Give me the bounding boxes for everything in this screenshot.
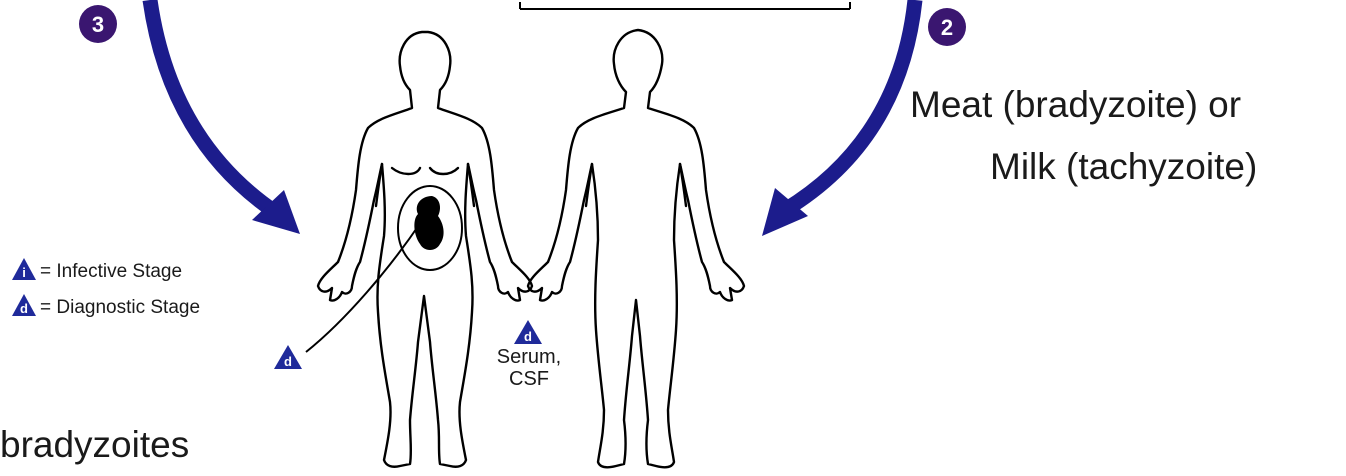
route-label-line1: Meat (bradyzoite) or (910, 86, 1241, 123)
specimen-label-line2: CSF (484, 368, 574, 390)
top-frame (520, 2, 850, 9)
uterus-with-fetus (398, 186, 462, 270)
svg-text:d: d (284, 354, 292, 369)
left-transmission-arrow (150, 0, 300, 234)
bottom-label: bradyzoites (0, 426, 189, 463)
step-2-marker: 2 (928, 8, 966, 46)
legend-infective-label: = Infective Stage (40, 262, 182, 281)
male-figure (528, 30, 744, 467)
svg-text:2: 2 (941, 15, 953, 40)
legend-infective-triangle: i (12, 258, 36, 280)
specimen-label: Serum, CSF (484, 346, 574, 390)
route-label-line2: Milk (tachyzoite) (990, 148, 1257, 185)
step-3-marker: 3 (79, 5, 117, 43)
svg-text:d: d (20, 301, 28, 316)
fetus-diagnostic-triangle: d (274, 345, 302, 369)
legend-diagnostic-label: = Diagnostic Stage (40, 298, 200, 317)
svg-text:i: i (22, 265, 26, 280)
specimen-label-line1: Serum, (484, 346, 574, 368)
specimen-diagnostic-triangle: d (514, 320, 542, 344)
right-transmission-arrow (762, 0, 915, 236)
svg-text:3: 3 (92, 12, 104, 37)
legend-diagnostic-triangle: d (12, 294, 36, 316)
svg-text:d: d (524, 329, 532, 344)
